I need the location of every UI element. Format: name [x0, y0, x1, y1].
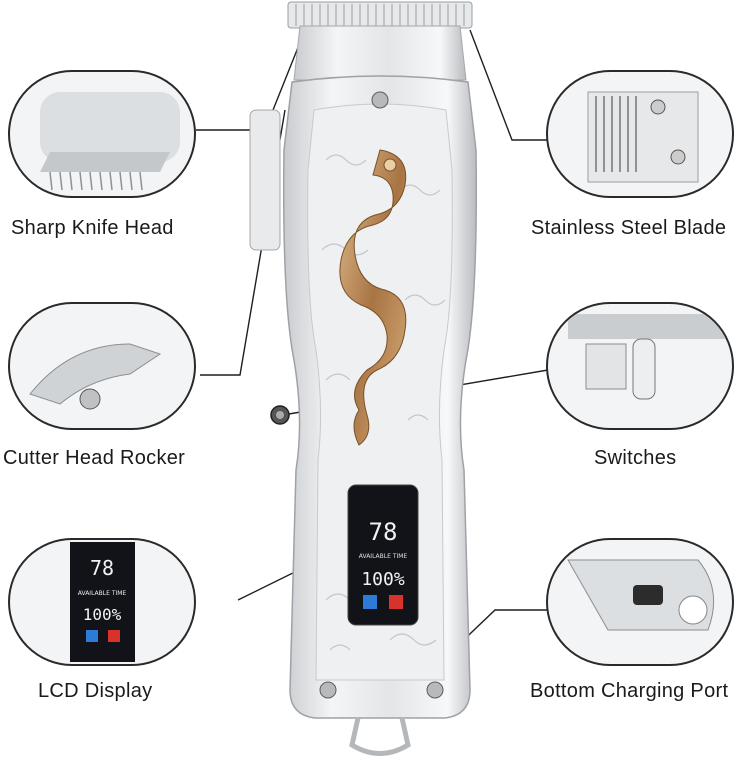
knife-head-icon: [8, 70, 196, 198]
lcd-caption: AVAILABLE TIME: [359, 553, 408, 560]
feature-label-rocker: Cutter Head Rocker: [3, 447, 186, 469]
lcd-battery: 100%: [361, 569, 405, 590]
feature-label-steel-blade: Stainless Steel Blade: [531, 217, 727, 239]
charging-port-icon: [546, 538, 734, 666]
rocker-icon: [8, 302, 196, 430]
steel-blade-icon: [546, 70, 734, 198]
switch-icon: [546, 302, 734, 430]
dragon-emblem: [339, 149, 407, 446]
blade-teeth: [287, 1, 473, 29]
feature-label-knife-head: Sharp Knife Head: [11, 217, 174, 239]
lcd-time: 78: [369, 518, 398, 546]
lcd-icon: 78 AVAILABLE TIME 100%: [8, 538, 196, 666]
svg-text:AVAILABLE TIME: AVAILABLE TIME: [78, 590, 127, 597]
hair-clipper-illustration: 78 AVAILABLE TIME 100%: [249, 1, 478, 756]
feature-label-lcd: LCD Display: [38, 680, 153, 702]
feature-label-charging-port: Bottom Charging Port: [530, 680, 729, 702]
feature-label-switches: Switches: [594, 447, 677, 469]
svg-text:100%: 100%: [83, 605, 122, 624]
svg-text:78: 78: [90, 556, 114, 580]
